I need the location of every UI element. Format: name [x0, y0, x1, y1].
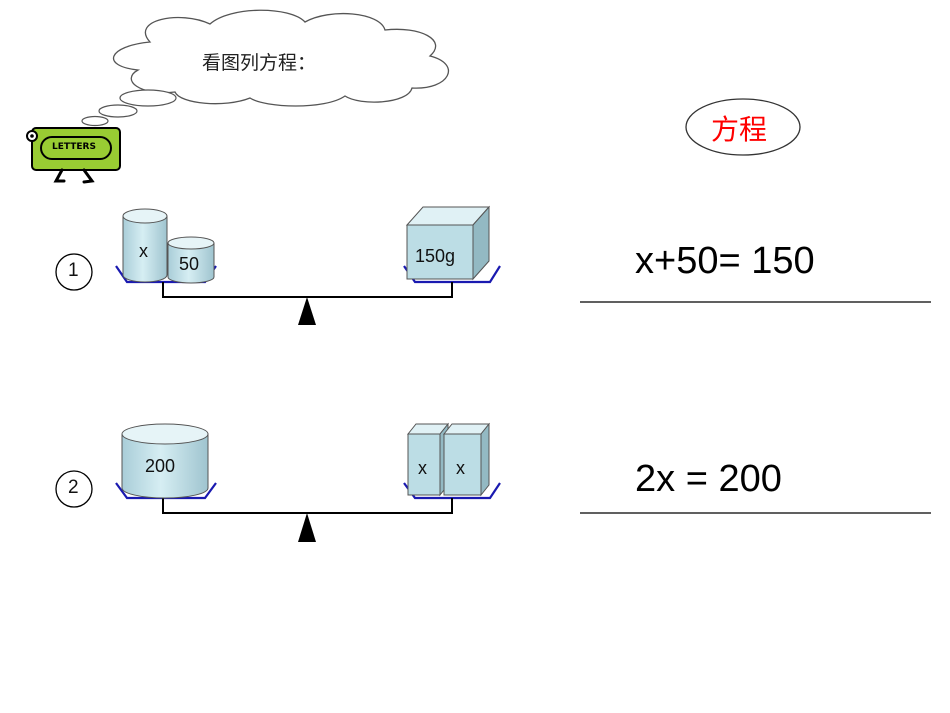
weight-cube-x: [442, 422, 491, 497]
weight-label: 50: [179, 254, 200, 274]
weight-label: 150g: [415, 246, 456, 266]
problem-number: 1: [68, 260, 79, 281]
badge-text: 方程: [711, 113, 768, 146]
weight-label: x: [139, 241, 148, 261]
weight-cylinder-50: [167, 236, 215, 284]
equation-2: 2x = 200: [635, 458, 782, 500]
equation-1: x+50= 150: [635, 240, 815, 282]
letters-logo-text: LETTERS: [52, 142, 96, 152]
weight-cylinder-x: [122, 208, 168, 283]
weight-label: x: [456, 458, 465, 478]
problem-number-circle: [55, 470, 93, 508]
weight-cube-x: [406, 422, 450, 497]
weight-cylinder-200: [121, 423, 209, 499]
letters-logo-icon: [26, 127, 121, 184]
balance-scale-2: [115, 422, 501, 542]
weight-label: 200: [145, 456, 176, 476]
scale-beam: [162, 498, 453, 514]
cloud-bubble: [98, 104, 138, 118]
balance-scale-1: [115, 205, 501, 325]
problem-number-circle: [55, 253, 93, 291]
scale-beam: [162, 282, 453, 298]
problem-number: 2: [68, 477, 79, 498]
badge-ellipse: [685, 98, 801, 156]
thought-bubble-text: 看图列方程：: [202, 52, 317, 74]
fulcrum-icon: [298, 513, 316, 542]
weight-label: x: [418, 458, 427, 478]
cloud-bubble: [81, 115, 109, 127]
weight-cube-150g: [405, 205, 491, 281]
fulcrum-icon: [298, 297, 316, 325]
cloud-bubble: [119, 89, 177, 107]
thought-cloud: [81, 9, 450, 127]
